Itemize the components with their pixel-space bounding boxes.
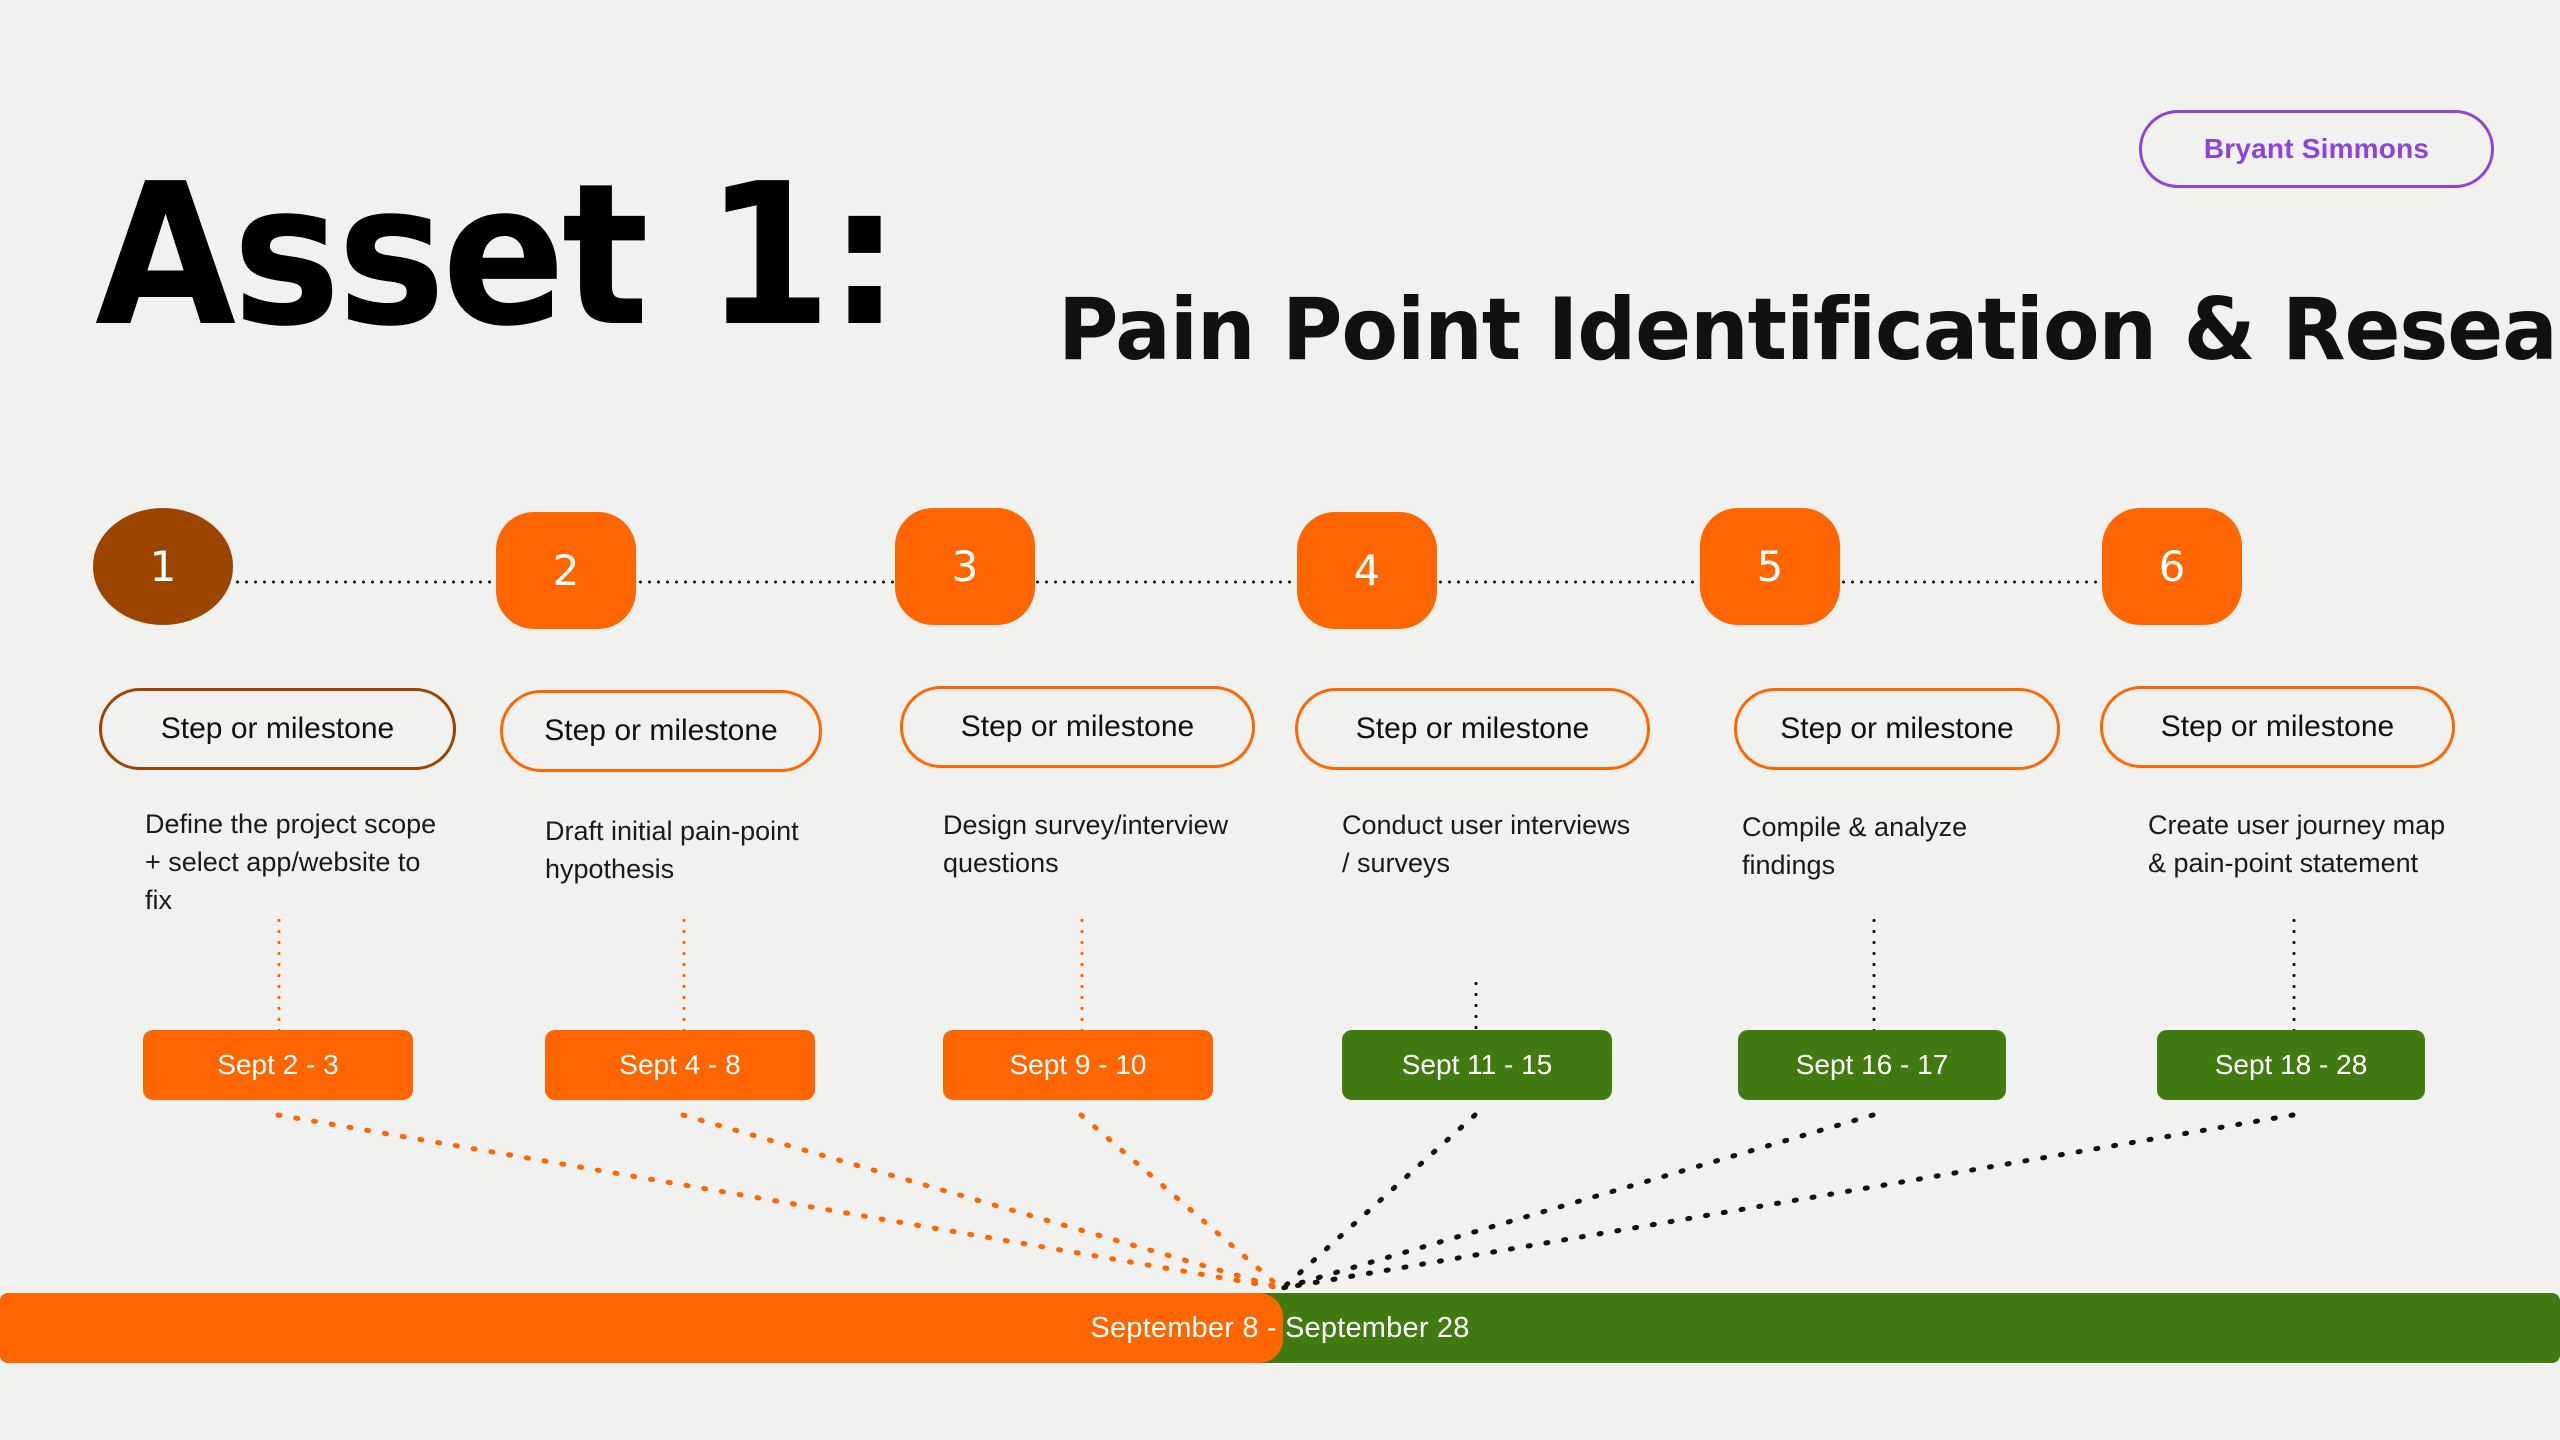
step-node-number: 3	[951, 542, 979, 591]
date-chip-1[interactable]: Sept 2 - 3	[143, 1030, 413, 1100]
step-node-number: 5	[1756, 542, 1784, 591]
fan-line-1	[275, 1112, 1284, 1291]
milestone-label: Step or milestone	[1355, 712, 1590, 745]
date-chip-label: Sept 18 - 28	[2214, 1049, 2368, 1080]
step-description-2: Draft initial pain-point hypothesis	[545, 816, 799, 884]
fan-line-3	[1078, 1112, 1284, 1291]
date-chip-label: Sept 11 - 15	[1401, 1049, 1553, 1080]
date-chip-label: Sept 4 - 8	[619, 1049, 741, 1080]
step-description-1: Define the project scope + select app/we…	[145, 809, 437, 915]
drop-line-3	[1080, 915, 1084, 1030]
milestone-pill-1[interactable]: Step or milestone	[99, 688, 456, 770]
milestone-label: Step or milestone	[160, 712, 395, 745]
step-node-number: 1	[149, 542, 177, 591]
date-chip-label: Sept 9 - 10	[1009, 1049, 1147, 1080]
drop-line-1	[277, 915, 281, 1030]
summary-label: September 8 - September 28	[1090, 1311, 1470, 1344]
step-description-6: Create user journey map & pain-point sta…	[2148, 810, 2446, 878]
step-description-4: Conduct user interviews / surveys	[1342, 810, 1631, 878]
author-badge[interactable]: Bryant Simmons	[2139, 110, 2494, 188]
date-chip-6[interactable]: Sept 18 - 28	[2157, 1030, 2425, 1100]
date-chip-4[interactable]: Sept 11 - 15	[1342, 1030, 1612, 1100]
date-chip-label: Sept 16 - 17	[1795, 1049, 1949, 1080]
step-node-3[interactable]: 3	[895, 508, 1035, 625]
page-subtitle: Pain Point Identification & Research	[1058, 280, 2560, 380]
milestone-label: Step or milestone	[960, 710, 1195, 743]
fan-line-5	[1280, 1112, 1876, 1291]
milestone-pill-3[interactable]: Step or milestone	[900, 686, 1255, 768]
node-connector-1-2	[233, 580, 495, 584]
header: Asset 1: Pain Point Identification & Res…	[0, 0, 2560, 440]
step-node-number: 4	[1353, 546, 1381, 595]
fan-line-6	[1280, 1112, 2296, 1291]
step-description-5: Compile & analyze findings	[1742, 812, 1968, 880]
step-node-number: 6	[2158, 542, 2186, 591]
node-connector-3-4	[1033, 580, 1295, 584]
node-connector-4-5	[1436, 580, 1698, 584]
step-node-6[interactable]: 6	[2102, 508, 2242, 625]
milestone-label: Step or milestone	[544, 714, 778, 747]
milestone-pill-2[interactable]: Step or milestone	[500, 690, 822, 772]
drop-line-2	[682, 915, 686, 1030]
date-chip-label: Sept 2 - 3	[217, 1049, 339, 1080]
summary-orange-segment	[0, 1293, 1283, 1363]
date-chip-5[interactable]: Sept 16 - 17	[1738, 1030, 2006, 1100]
fan-line-4	[1280, 1112, 1478, 1291]
page-title: Asset 1:	[95, 142, 901, 370]
step-node-1[interactable]: 1	[93, 508, 233, 625]
node-connector-5-6	[1839, 580, 2101, 584]
step-node-5[interactable]: 5	[1700, 508, 1840, 625]
step-node-number: 2	[552, 546, 580, 595]
milestone-label: Step or milestone	[1780, 712, 2014, 745]
drop-line-5	[1872, 915, 1876, 1030]
node-connector-2-3	[636, 580, 894, 584]
summary-timeline-bar[interactable]: September 8 - September 28	[0, 1293, 2560, 1363]
date-chip-3[interactable]: Sept 9 - 10	[943, 1030, 1213, 1100]
milestone-pill-6[interactable]: Step or milestone	[2100, 686, 2455, 768]
fan-line-2	[680, 1112, 1284, 1291]
milestone-pill-5[interactable]: Step or milestone	[1734, 688, 2060, 770]
drop-line-4	[1474, 978, 1478, 1030]
milestone-pill-4[interactable]: Step or milestone	[1295, 688, 1650, 770]
drop-line-6	[2292, 915, 2296, 1030]
date-chip-2[interactable]: Sept 4 - 8	[545, 1030, 815, 1100]
step-description-3: Design survey/interview questions	[943, 810, 1229, 878]
step-node-4[interactable]: 4	[1297, 512, 1437, 629]
milestone-label: Step or milestone	[2160, 710, 2395, 743]
step-node-2[interactable]: 2	[496, 512, 636, 629]
